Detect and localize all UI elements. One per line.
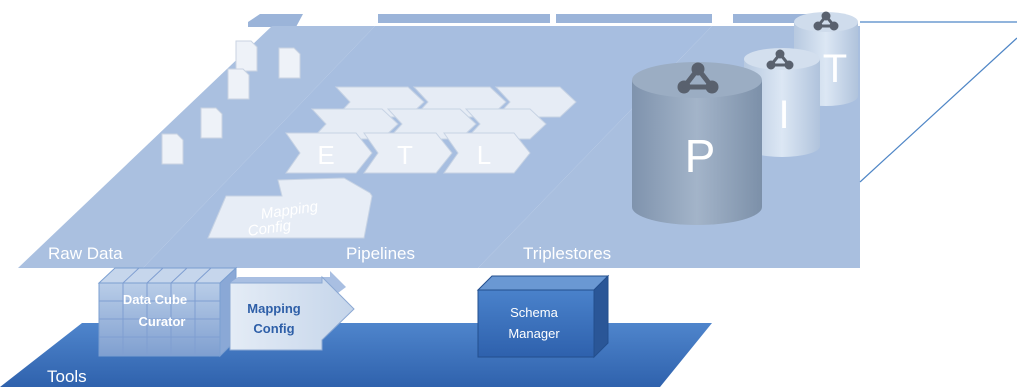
schema-manager-line1: Schema xyxy=(510,305,558,320)
cylinder-i-label: I xyxy=(778,93,789,137)
transform-chevron xyxy=(363,132,453,174)
data-cube-curator-line2: Curator xyxy=(139,314,186,329)
raw-data-plane xyxy=(18,26,375,268)
etl-chevrons-back xyxy=(310,86,577,140)
mapping-config-plane-arrow: Mapping Config xyxy=(207,177,373,240)
perspective-guide-lines xyxy=(859,21,1017,183)
graph-node-icon xyxy=(766,49,794,70)
extract-chevron xyxy=(285,132,373,174)
upper-plane-strips xyxy=(248,14,823,27)
mapping-config-plane-line2: Config xyxy=(247,217,293,240)
load-label: L xyxy=(477,140,491,170)
mapping-config-line2: Config xyxy=(253,321,294,336)
pipelines-label: Pipelines xyxy=(346,244,415,263)
raw-document-icons xyxy=(161,40,301,165)
etl-pipeline: E T L xyxy=(285,132,531,174)
transform-label: T xyxy=(397,140,413,170)
cylinder-p-label: P xyxy=(685,130,716,182)
mapping-config-line1: Mapping xyxy=(247,301,300,316)
tools-label: Tools xyxy=(47,367,87,386)
triplestores-label: Triplestores xyxy=(523,244,611,263)
extract-label: E xyxy=(317,140,334,170)
data-cube-curator-tool[interactable]: Data Cube Curator xyxy=(97,266,238,358)
schema-manager-tool[interactable]: Schema Manager xyxy=(476,274,610,359)
graph-node-icon xyxy=(813,11,839,31)
schema-manager-line2: Manager xyxy=(508,326,560,341)
load-chevron xyxy=(443,132,531,174)
raw-data-label: Raw Data xyxy=(48,244,123,263)
triplestore-cylinder-p: P xyxy=(632,62,762,225)
triplestore-cylinder-i: I xyxy=(744,48,820,157)
mapping-config-tool[interactable]: Mapping Config xyxy=(229,271,355,351)
graph-node-icon xyxy=(677,62,719,94)
data-cube-curator-line1: Data Cube xyxy=(123,292,187,307)
cylinder-t-label: T xyxy=(823,47,847,91)
